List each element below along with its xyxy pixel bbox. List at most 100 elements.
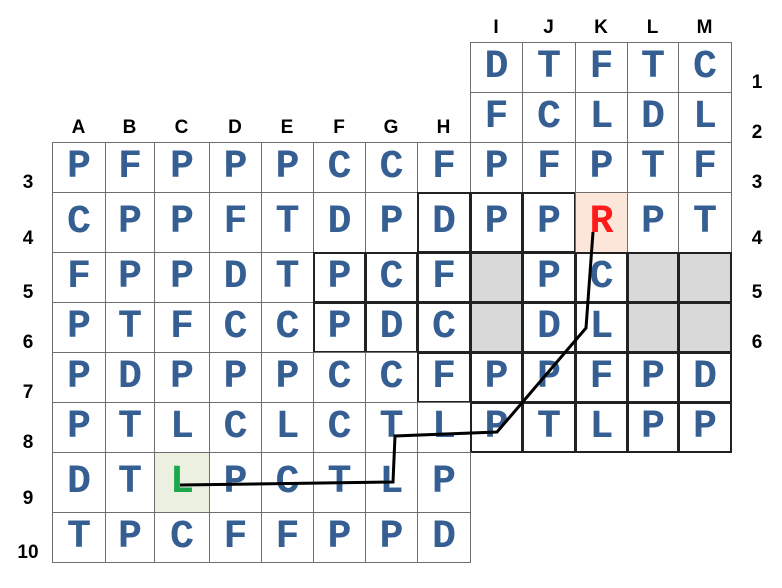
- grid-cell-e7[interactable]: P: [261, 352, 314, 403]
- grid-cell-b7[interactable]: D: [105, 352, 155, 403]
- grid-cell-l4[interactable]: P: [627, 192, 679, 253]
- grid-cell-d6[interactable]: C: [209, 302, 262, 353]
- grid-cell-c9[interactable]: L: [154, 452, 210, 513]
- grid-cell-d7[interactable]: P: [209, 352, 262, 403]
- grid-cell-g10[interactable]: P: [365, 512, 418, 563]
- grid-cell-i4[interactable]: P: [470, 192, 523, 253]
- grid-cell-f10[interactable]: P: [313, 512, 366, 563]
- grid-cell-h7[interactable]: F: [417, 352, 471, 403]
- grid-cell-f7[interactable]: C: [313, 352, 366, 403]
- grid-cell-e5[interactable]: T: [261, 252, 314, 303]
- grid-cell-e3[interactable]: P: [261, 142, 314, 193]
- grid-cell-c8[interactable]: L: [154, 402, 210, 453]
- grid-cell-k6[interactable]: L: [575, 302, 628, 353]
- grid-cell-b4[interactable]: P: [105, 192, 155, 253]
- grid-cell-f9[interactable]: T: [313, 452, 366, 513]
- grid-cell-c6[interactable]: F: [154, 302, 210, 353]
- blocked-cell[interactable]: [678, 252, 732, 303]
- grid-cell-g7[interactable]: C: [365, 352, 418, 403]
- grid-cell-a10[interactable]: T: [52, 512, 106, 563]
- grid-cell-g3[interactable]: C: [365, 142, 418, 193]
- grid-cell-l1[interactable]: T: [627, 42, 679, 93]
- grid-cell-c10[interactable]: C: [154, 512, 210, 563]
- grid-cell-f5[interactable]: P: [313, 252, 366, 303]
- blocked-cell[interactable]: [627, 252, 679, 303]
- grid-cell-l8[interactable]: P: [627, 402, 679, 453]
- grid-cell-h5[interactable]: F: [417, 252, 471, 303]
- blocked-cell[interactable]: [470, 252, 523, 303]
- grid-cell-k1[interactable]: F: [575, 42, 628, 93]
- grid-cell-h6[interactable]: C: [417, 302, 471, 353]
- grid-cell-k7[interactable]: F: [575, 352, 628, 403]
- grid-cell-d8[interactable]: C: [209, 402, 262, 453]
- grid-cell-h4[interactable]: D: [417, 192, 471, 253]
- grid-cell-h9[interactable]: P: [417, 452, 471, 513]
- grid-cell-i7[interactable]: P: [470, 352, 523, 403]
- grid-cell-b8[interactable]: T: [105, 402, 155, 453]
- grid-cell-j7[interactable]: P: [522, 352, 576, 403]
- grid-cell-a9[interactable]: D: [52, 452, 106, 513]
- grid-cell-i3[interactable]: P: [470, 142, 523, 193]
- grid-cell-e6[interactable]: C: [261, 302, 314, 353]
- grid-cell-k3[interactable]: P: [575, 142, 628, 193]
- grid-cell-l7[interactable]: P: [627, 352, 679, 403]
- grid-cell-h8[interactable]: L: [417, 402, 471, 453]
- grid-cell-j1[interactable]: T: [522, 42, 576, 93]
- grid-cell-c7[interactable]: P: [154, 352, 210, 403]
- grid-cell-g6[interactable]: D: [365, 302, 418, 353]
- grid-cell-l2[interactable]: D: [627, 92, 679, 143]
- grid-cell-d5[interactable]: D: [209, 252, 262, 303]
- grid-cell-g4[interactable]: P: [365, 192, 418, 253]
- grid-cell-d9[interactable]: P: [209, 452, 262, 513]
- grid-cell-g8[interactable]: T: [365, 402, 418, 453]
- grid-cell-m2[interactable]: L: [678, 92, 732, 143]
- grid-cell-e9[interactable]: C: [261, 452, 314, 513]
- grid-cell-j6[interactable]: D: [522, 302, 576, 353]
- grid-cell-d10[interactable]: F: [209, 512, 262, 563]
- grid-cell-m1[interactable]: C: [678, 42, 732, 93]
- grid-cell-k5[interactable]: C: [575, 252, 628, 303]
- blocked-cell[interactable]: [470, 302, 523, 353]
- grid-cell-e8[interactable]: L: [261, 402, 314, 453]
- grid-cell-a8[interactable]: P: [52, 402, 106, 453]
- grid-cell-g5[interactable]: C: [365, 252, 418, 303]
- grid-cell-a3[interactable]: P: [52, 142, 106, 193]
- grid-cell-b3[interactable]: F: [105, 142, 155, 193]
- grid-cell-j3[interactable]: F: [522, 142, 576, 193]
- grid-cell-h3[interactable]: F: [417, 142, 471, 193]
- grid-cell-b9[interactable]: T: [105, 452, 155, 513]
- grid-cell-f6[interactable]: P: [313, 302, 366, 353]
- grid-cell-j8[interactable]: T: [522, 402, 576, 453]
- blocked-cell[interactable]: [678, 302, 732, 353]
- grid-cell-c5[interactable]: P: [154, 252, 210, 303]
- grid-cell-k4[interactable]: R: [575, 192, 628, 253]
- grid-cell-a4[interactable]: C: [52, 192, 106, 253]
- grid-cell-h10[interactable]: D: [417, 512, 471, 563]
- grid-cell-m8[interactable]: P: [678, 402, 732, 453]
- grid-cell-j2[interactable]: C: [522, 92, 576, 143]
- grid-cell-f4[interactable]: D: [313, 192, 366, 253]
- grid-cell-f3[interactable]: C: [313, 142, 366, 193]
- grid-cell-j5[interactable]: P: [522, 252, 576, 303]
- grid-cell-d3[interactable]: P: [209, 142, 262, 193]
- grid-cell-b6[interactable]: T: [105, 302, 155, 353]
- grid-cell-i2[interactable]: F: [470, 92, 523, 143]
- grid-cell-m4[interactable]: T: [678, 192, 732, 253]
- grid-cell-g9[interactable]: L: [365, 452, 418, 513]
- grid-cell-k2[interactable]: L: [575, 92, 628, 143]
- grid-cell-k8[interactable]: L: [575, 402, 628, 453]
- grid-cell-b10[interactable]: P: [105, 512, 155, 563]
- grid-cell-i8[interactable]: P: [470, 402, 523, 453]
- blocked-cell[interactable]: [627, 302, 679, 353]
- grid-cell-a6[interactable]: P: [52, 302, 106, 353]
- grid-cell-b5[interactable]: P: [105, 252, 155, 303]
- grid-cell-e10[interactable]: F: [261, 512, 314, 563]
- grid-cell-c3[interactable]: P: [154, 142, 210, 193]
- grid-cell-e4[interactable]: T: [261, 192, 314, 253]
- grid-cell-i1[interactable]: D: [470, 42, 523, 93]
- grid-cell-c4[interactable]: P: [154, 192, 210, 253]
- grid-cell-j4[interactable]: P: [522, 192, 576, 253]
- grid-cell-a5[interactable]: F: [52, 252, 106, 303]
- grid-cell-a7[interactable]: P: [52, 352, 106, 403]
- grid-cell-d4[interactable]: F: [209, 192, 262, 253]
